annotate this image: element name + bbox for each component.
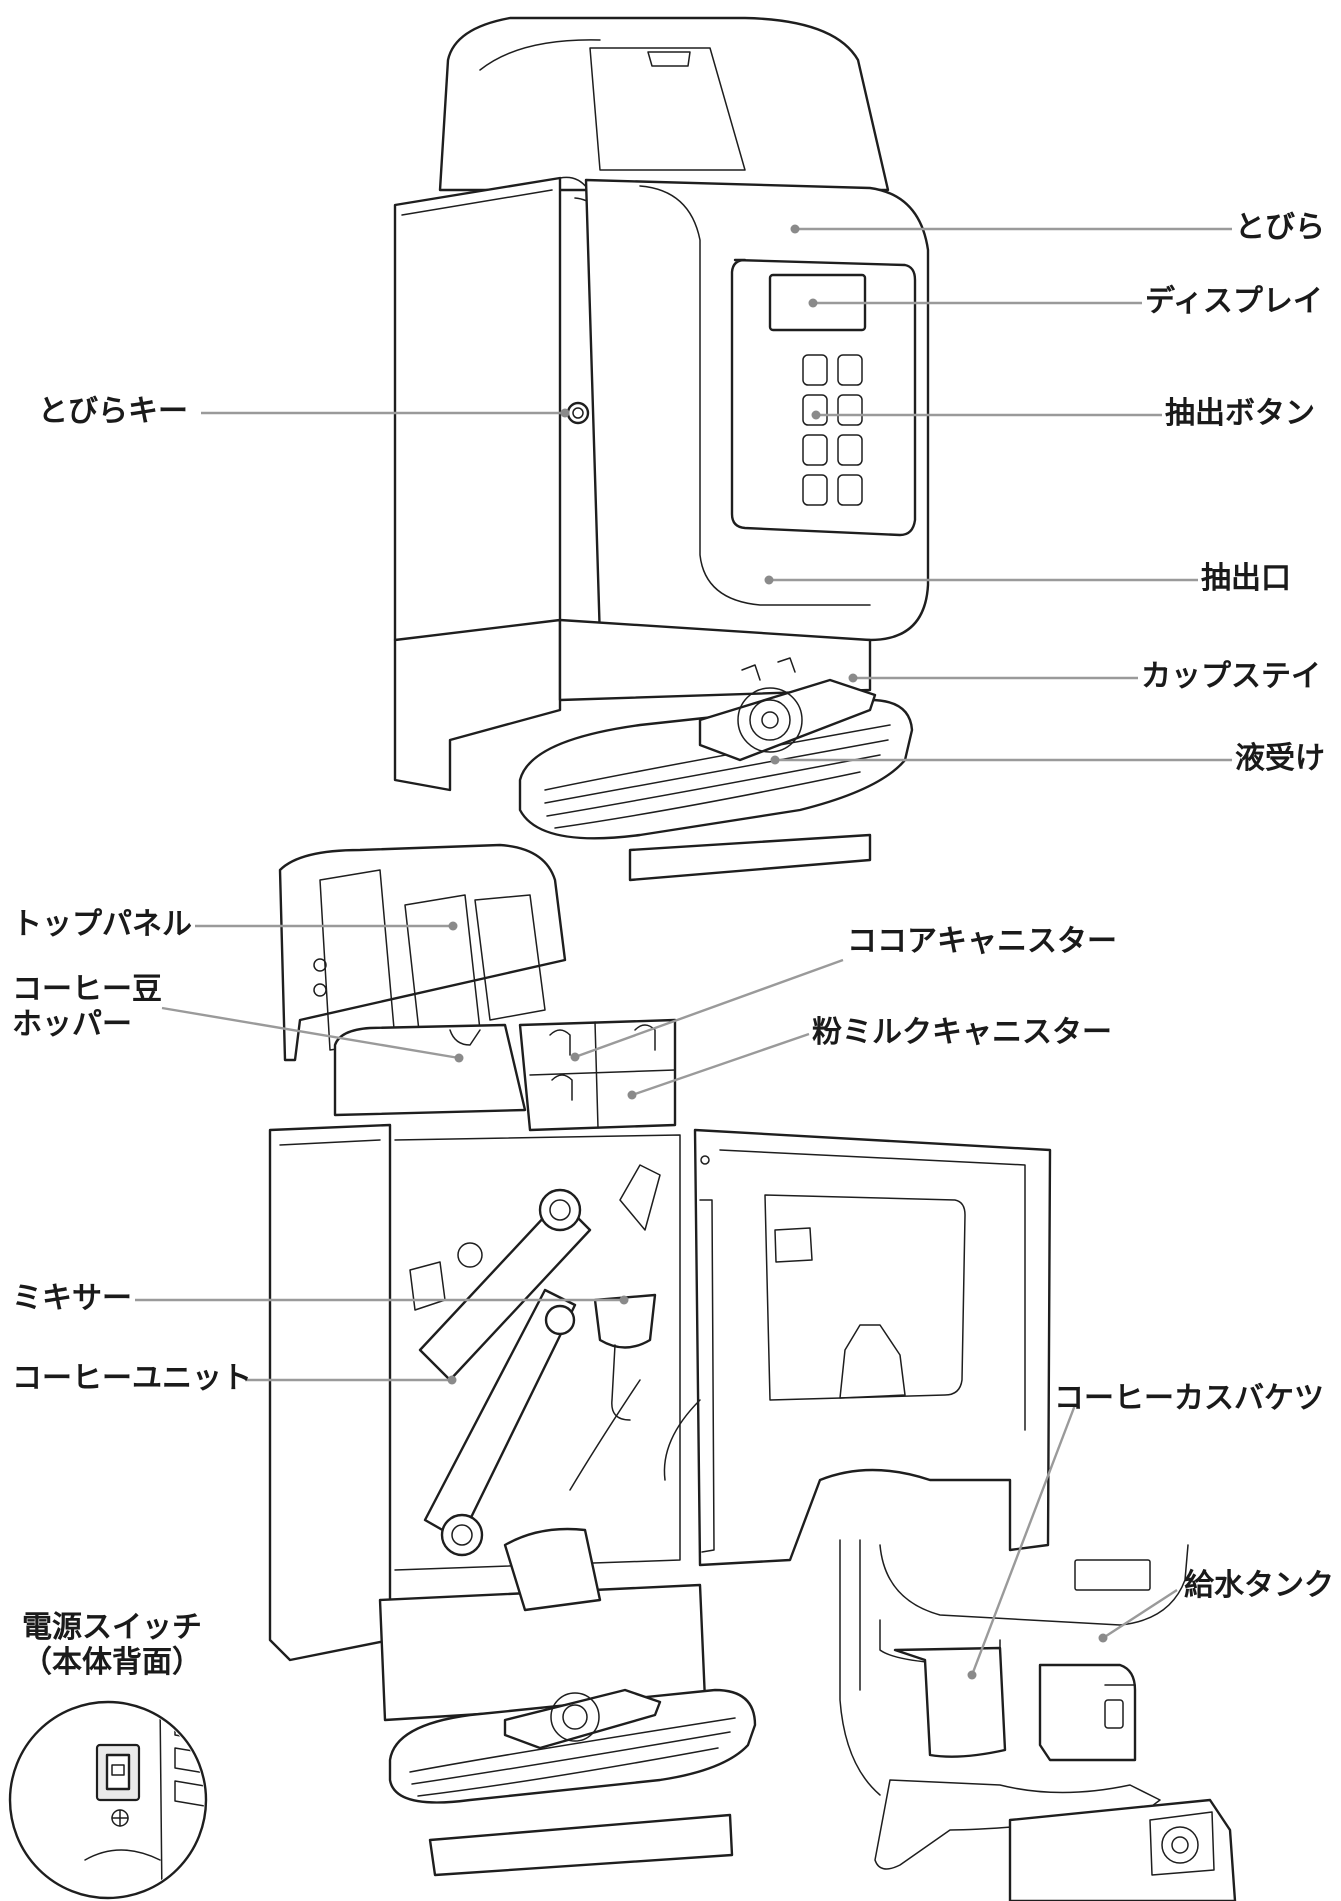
label-water-tank: 給水タンク xyxy=(1184,1568,1334,1603)
label-coffee-unit: コーヒーユニット xyxy=(12,1361,252,1396)
label-spout: 抽出口 xyxy=(1201,561,1291,596)
label-door-key: とびらキー xyxy=(38,394,188,429)
label-power-switch-line1: 電源スイッチ xyxy=(22,1610,202,1645)
leader-lines xyxy=(135,224,1232,1680)
label-mixer: ミキサー xyxy=(12,1281,132,1316)
label-top-panel: トップパネル xyxy=(12,907,192,942)
label-display: ディスプレイ xyxy=(1145,284,1323,319)
label-bean-hopper-line1: コーヒー豆 xyxy=(12,972,162,1007)
label-cup-stay: カップステイ xyxy=(1141,659,1321,694)
label-milk-canister: 粉ミルクキャニスター xyxy=(812,1015,1112,1050)
label-brew-buttons: 抽出ボタン xyxy=(1165,396,1315,431)
machine-open xyxy=(268,843,1052,1877)
label-grounds-bucket: コーヒーカスバケツ xyxy=(1054,1381,1324,1416)
label-cocoa-canister: ココアキャニスター xyxy=(847,924,1117,959)
label-bean-hopper-line2: ホッパー xyxy=(12,1007,132,1043)
power-switch-inset xyxy=(8,1700,208,1900)
label-drip-tray: 液受け xyxy=(1235,741,1325,776)
label-bean-hopper: コーヒー豆 ホッパー xyxy=(12,972,162,1043)
machine-front-removed xyxy=(839,1539,1237,1901)
label-power-switch: 電源スイッチ （本体背面） xyxy=(12,1610,212,1681)
label-door: とびら xyxy=(1235,210,1325,245)
machine-closed xyxy=(393,16,930,882)
label-power-switch-line2: （本体背面） xyxy=(22,1645,202,1681)
